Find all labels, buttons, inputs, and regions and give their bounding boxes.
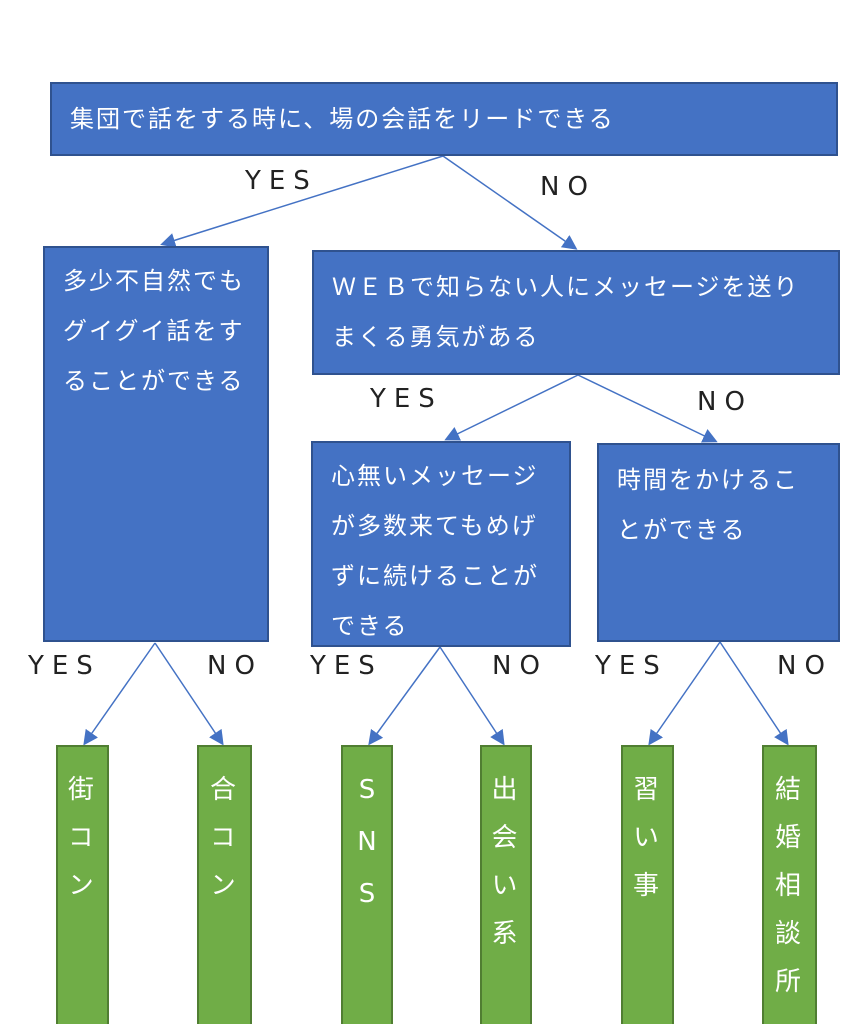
arrow-heartless-no xyxy=(439,646,505,746)
arrow-left-yes xyxy=(83,642,156,746)
result-label: 合コン xyxy=(205,775,236,919)
arrow-web-no xyxy=(577,374,718,443)
result-label: SNS xyxy=(352,775,382,931)
result-label: 結婚相談所 xyxy=(770,775,801,1015)
label-yes: YES xyxy=(245,166,318,196)
label-no: NO xyxy=(207,651,263,681)
arrow-time-yes xyxy=(648,641,721,746)
arrow-left-no xyxy=(154,642,224,746)
root-question: 集団で話をする時に、場の会話をリードできる xyxy=(50,82,838,156)
label-yes: YES xyxy=(370,384,443,414)
label-no: NO xyxy=(697,387,753,417)
label-yes: YES xyxy=(28,651,101,681)
label-no: NO xyxy=(540,172,596,202)
question-left: 多少不自然でもグイグイ話をすることができる xyxy=(43,246,269,642)
label-yes: YES xyxy=(310,651,383,681)
result-label: 出会い系 xyxy=(487,775,517,967)
question-heartless: 心無いメッセージが多数来てもめげずに続けることができる xyxy=(311,441,571,647)
result-machikon: 街コン xyxy=(56,745,109,1024)
result-label: 習い事 xyxy=(628,775,659,919)
label-yes: YES xyxy=(595,651,668,681)
label-no: NO xyxy=(492,651,548,681)
question-time: 時間をかけることができる xyxy=(597,443,840,642)
result-label: 街コン xyxy=(63,775,94,919)
result-sns: SNS xyxy=(341,745,393,1024)
arrow-heartless-yes xyxy=(368,646,441,746)
arrow-root-no xyxy=(442,155,578,250)
question-web: ＷＥＢで知らない人にメッセージを送りまくる勇気がある xyxy=(312,250,840,375)
arrow-time-no xyxy=(719,641,789,746)
result-goukon: 合コン xyxy=(197,745,252,1024)
result-kekkon-soudanjo: 結婚相談所 xyxy=(762,745,817,1024)
arrow-web-yes xyxy=(444,374,579,441)
arrow-root-yes xyxy=(160,155,444,248)
result-deaikei: 出会い系 xyxy=(480,745,532,1024)
result-naraigoto: 習い事 xyxy=(621,745,674,1024)
label-no: NO xyxy=(777,651,833,681)
